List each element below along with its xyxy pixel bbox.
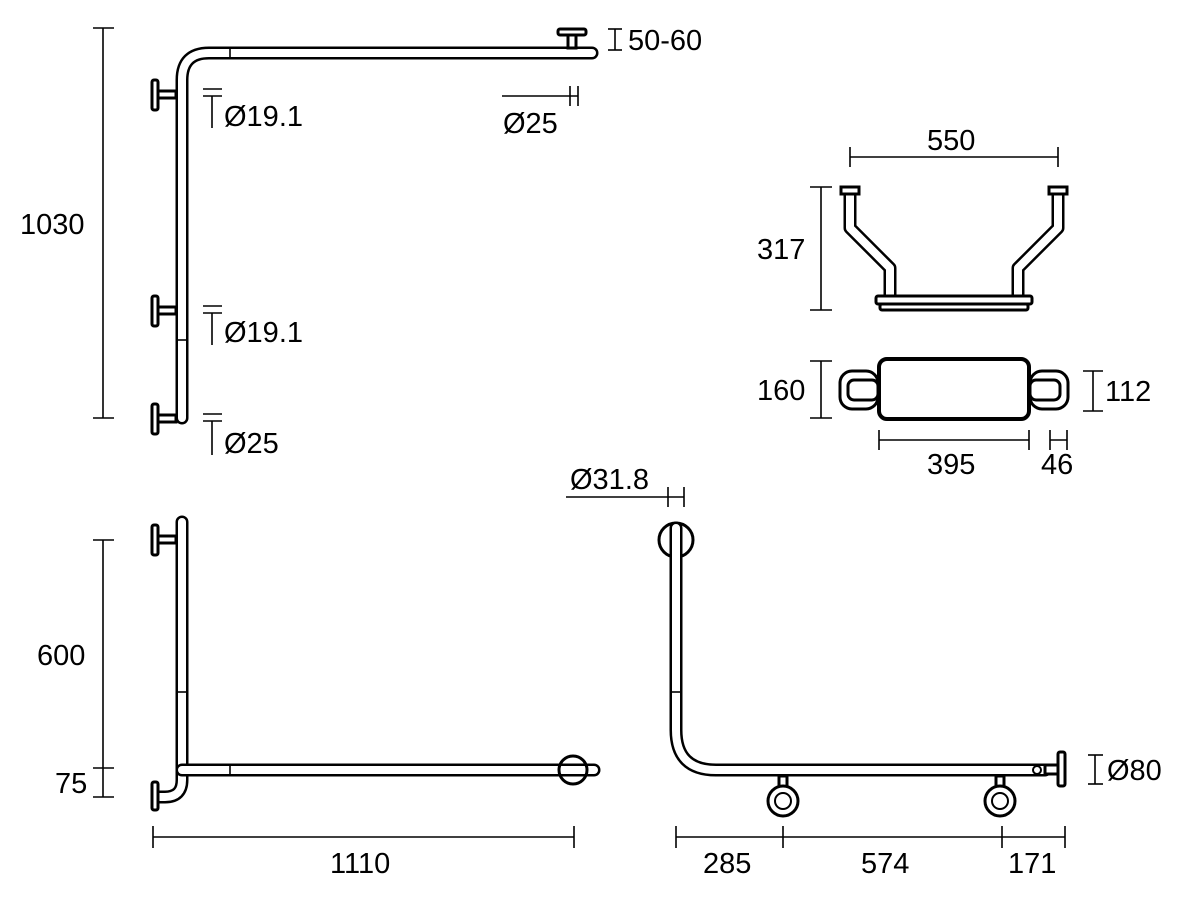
bracket-width-label: 46	[1041, 449, 1073, 481]
corner-rail-drawing: 1030 50-60 Ø25 Ø19.1 Ø19.1 Ø25	[20, 25, 702, 460]
pad-width-label: 395	[927, 449, 975, 481]
segment-285-label: 285	[703, 848, 751, 880]
pad-depth-label: 112	[1105, 376, 1151, 408]
l-rail-drawing: 600 75 1110	[37, 515, 601, 880]
l-rail-height-label: 600	[37, 640, 85, 672]
height-1030-label: 1030	[20, 209, 85, 241]
seat-height-label: 317	[757, 234, 805, 266]
wheel	[766, 774, 800, 818]
seat-front-view: 550 317	[757, 125, 1069, 312]
seat-width-label: 550	[927, 125, 975, 157]
tube-diameter-bottom-label: Ø25	[224, 428, 279, 460]
segment-574-label: 574	[861, 848, 909, 880]
l-rail-length-label: 1110	[330, 848, 390, 880]
wall-bracket	[150, 78, 178, 112]
bracket-diameter-1-label: Ø19.1	[224, 101, 303, 133]
segment-171-label: 171	[1008, 848, 1056, 880]
wall-bracket	[150, 402, 178, 436]
top-bracket	[556, 27, 588, 50]
wall-bracket	[150, 523, 178, 557]
floor-rail-drawing: Ø31.8 Ø80 285 574 171	[566, 464, 1162, 880]
wall-bracket	[150, 294, 178, 328]
wheel	[983, 774, 1017, 818]
bracket-diameter-2-label: Ø19.1	[224, 317, 303, 349]
tube-diameter-top-label: Ø25	[503, 108, 558, 140]
flange-spacing-label: 50-60	[628, 25, 702, 57]
tube-diameter-label: Ø31.8	[570, 464, 649, 496]
seat-top-view: 160 112 395 46	[757, 357, 1151, 481]
flange-diameter-label: Ø80	[1107, 755, 1162, 787]
l-rail-offset-label: 75	[55, 768, 87, 800]
seat-depth-label: 160	[757, 375, 805, 407]
